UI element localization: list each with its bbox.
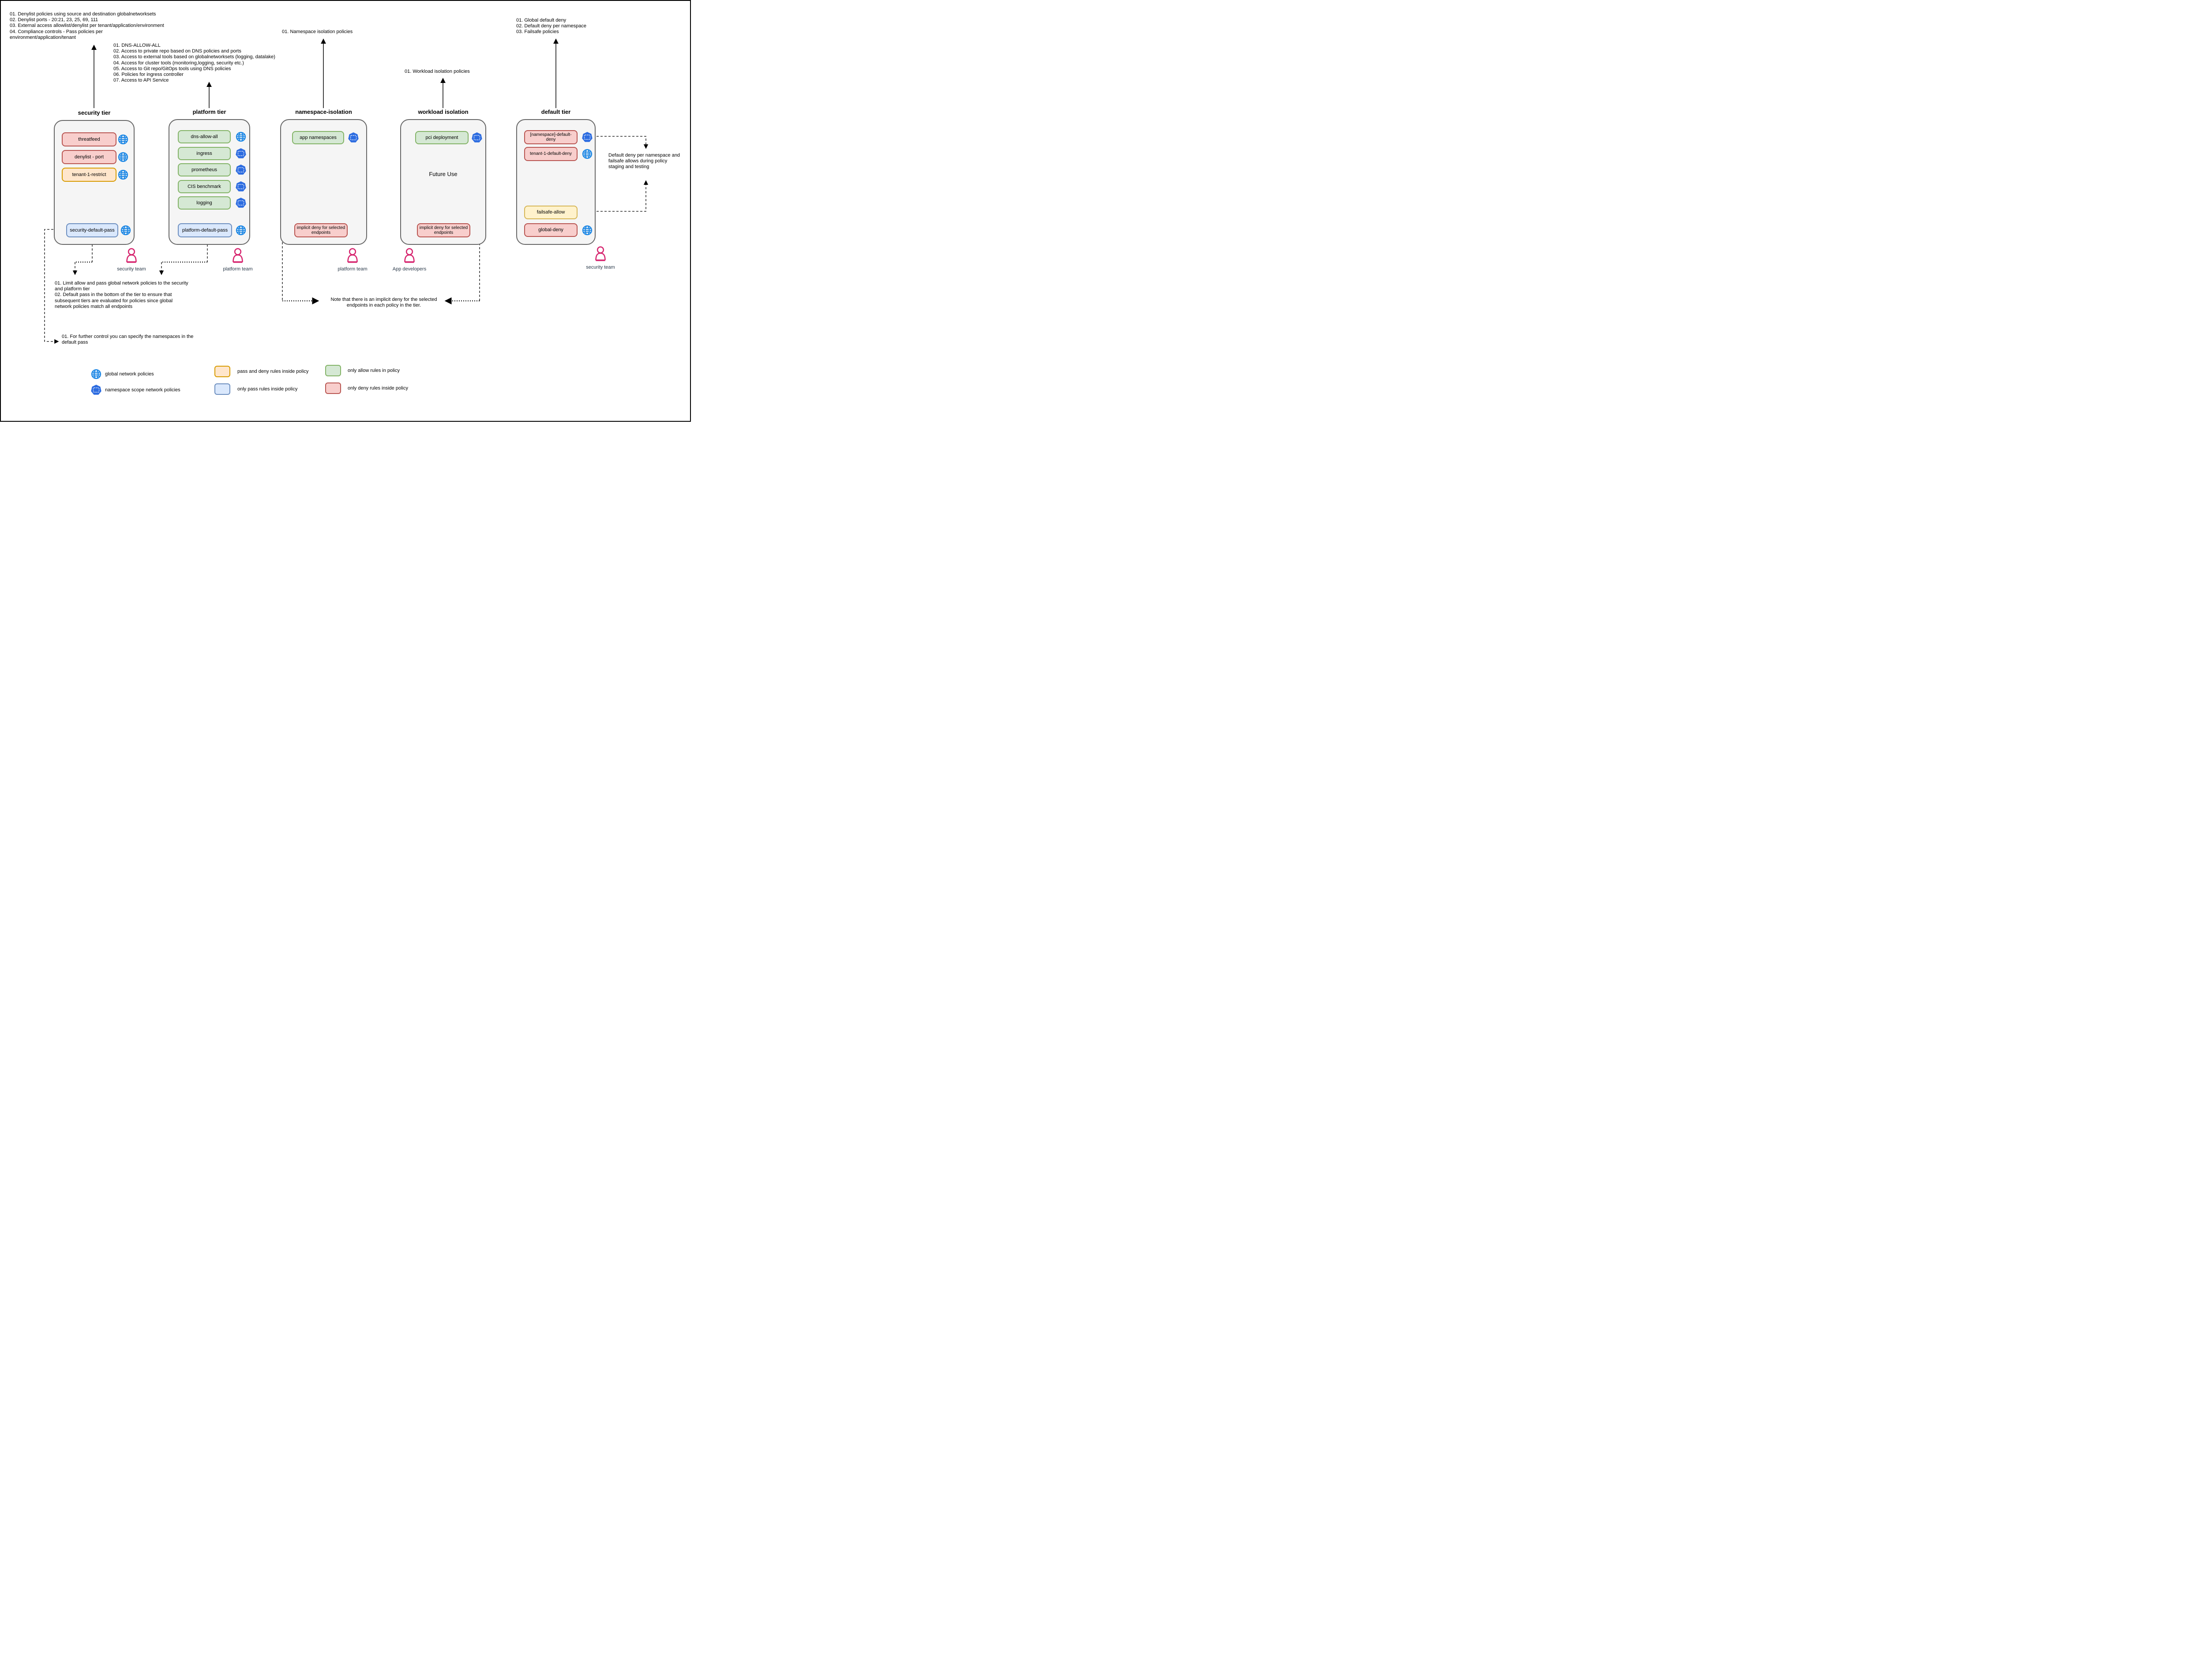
policy-implicit-deny-for-selected-endpoints: implicit deny for selected endpoints xyxy=(417,223,470,237)
note-workload-isolation: 01. Workload isolation policies xyxy=(405,69,470,74)
global-network-policy-icon xyxy=(582,148,593,160)
tier-title-default-tier: default tier xyxy=(541,109,571,115)
note-default-tier: 01. Global default deny 02. Default deny… xyxy=(516,18,586,35)
namespace-scope-policy-icon xyxy=(235,164,247,176)
namespace-scope-policy-icon xyxy=(471,132,483,143)
note-platform-tier: 01. DNS-ALLOW-ALL 02. Access to private … xyxy=(113,43,275,83)
tier-title-workload-isolation: workload isolation xyxy=(418,109,469,115)
policy--namespace-default-deny: [namespace]-default-deny xyxy=(524,130,578,144)
connector-namespace-default-deny xyxy=(577,136,649,149)
policy-cis-benchmark: CIS benchmark xyxy=(178,180,231,193)
legend-label: only deny rules inside policy xyxy=(348,386,408,391)
note-namespace-isolation: 01. Namespace isolation policies xyxy=(282,29,353,34)
policy-failsafe-allow: failsafe-allow xyxy=(524,206,578,219)
note-default-pass: 01. Limit allow and pass global network … xyxy=(55,281,188,309)
connector-security-pass-to-note xyxy=(44,229,65,344)
global-network-policy-icon xyxy=(120,225,131,236)
tier-note-workload-isolation: Future Use xyxy=(429,171,458,177)
legend-label: pass and deny rules inside policy xyxy=(237,369,309,374)
legend-namespace-scope-policy-icon xyxy=(90,384,102,396)
legend-label: only allow rules in policy xyxy=(348,368,400,373)
tier-title-platform-tier: platform tier xyxy=(192,109,226,115)
person-label: platform team xyxy=(338,266,368,272)
person-icon xyxy=(124,248,139,264)
namespace-scope-policy-icon xyxy=(235,181,247,192)
legend-swatch-blue xyxy=(214,383,230,395)
policy-platform-default-pass: platform-default-pass xyxy=(178,223,232,237)
policy-prometheus: prometheus xyxy=(178,163,231,176)
policy-pci-deployment: pci deployment xyxy=(415,131,469,144)
tier-namespace-isolation: app namespaces implicit deny for selected… xyxy=(280,119,367,245)
namespace-scope-policy-icon xyxy=(235,148,247,159)
policy-tenant-1-restrict: tenant-1-restrict xyxy=(62,168,116,182)
namespace-scope-policy-icon xyxy=(582,131,593,143)
policy-threatfeed: threatfeed xyxy=(62,132,116,146)
global-network-policy-icon xyxy=(117,151,129,163)
legend-swatch-red xyxy=(325,382,341,394)
policy-app-namespaces: app namespaces xyxy=(292,131,344,144)
policy-tenant-1-default-deny: tenant-1-default-deny xyxy=(524,147,578,161)
tier-default-tier: [namespace]-default-deny tenant-1-default… xyxy=(516,119,596,245)
policy-security-default-pass: security-default-pass xyxy=(66,223,118,237)
person-icon xyxy=(402,248,417,264)
policy-denylist-port: denylist - port xyxy=(62,150,116,164)
global-network-policy-icon xyxy=(235,131,247,142)
note-implicit-deny: Note that there is an implicit deny for … xyxy=(330,297,437,308)
policy-ingress: ingress xyxy=(178,147,231,160)
legend-label: global network policies xyxy=(105,371,154,377)
namespace-scope-policy-icon xyxy=(348,132,359,143)
person-label: security team xyxy=(586,265,615,270)
tier-title-namespace-isolation: namespace-isolation xyxy=(295,109,352,115)
legend-label: only pass rules inside policy xyxy=(237,386,298,392)
tier-security-tier: threatfeed denylist - port tenant-1-restri… xyxy=(54,120,135,245)
legend-label: namespace scope network policies xyxy=(105,387,180,393)
connector-failsafe-allow xyxy=(577,180,649,212)
tier-workload-isolation: Future Use pci deployment implicit deny fo… xyxy=(400,119,486,245)
policy-implicit-deny-for-selected-endpoints: implicit deny for selected endpoints xyxy=(294,223,348,237)
person-label: security team xyxy=(117,266,146,272)
person-label: App developers xyxy=(392,266,427,272)
namespace-scope-policy-icon xyxy=(235,197,247,209)
global-network-policy-icon xyxy=(117,134,129,145)
person-label: platform team xyxy=(223,266,253,272)
note-namespaces-in-default-pass: 01. For further control you can specify … xyxy=(62,334,194,345)
person-icon xyxy=(345,248,360,264)
note-security-tier: 01. Denylist policies using source and d… xyxy=(10,11,164,40)
policy-global-deny: global-deny xyxy=(524,223,578,237)
legend-global-network-policy-icon xyxy=(90,368,102,380)
legend-swatch-green xyxy=(325,365,341,376)
policy-logging: logging xyxy=(178,196,231,210)
dotted-connectors xyxy=(75,262,480,304)
person-icon xyxy=(230,248,245,264)
legend-swatch-orange xyxy=(214,366,230,377)
global-network-policy-icon xyxy=(235,225,247,236)
connector-lines-layer xyxy=(44,38,649,344)
tier-title-security-tier: security tier xyxy=(78,109,111,116)
policy-dns-allow-all: dns-allow-all xyxy=(178,130,231,143)
person-icon xyxy=(593,246,608,262)
network-policy-tiers-diagram: 01. Denylist policies using source and d… xyxy=(0,0,691,422)
global-network-policy-icon xyxy=(117,169,129,180)
global-network-policy-icon xyxy=(582,225,593,236)
tier-annotation-arrows xyxy=(91,38,559,108)
note-failsafe: Default deny per namespace and failsafe … xyxy=(608,153,680,170)
